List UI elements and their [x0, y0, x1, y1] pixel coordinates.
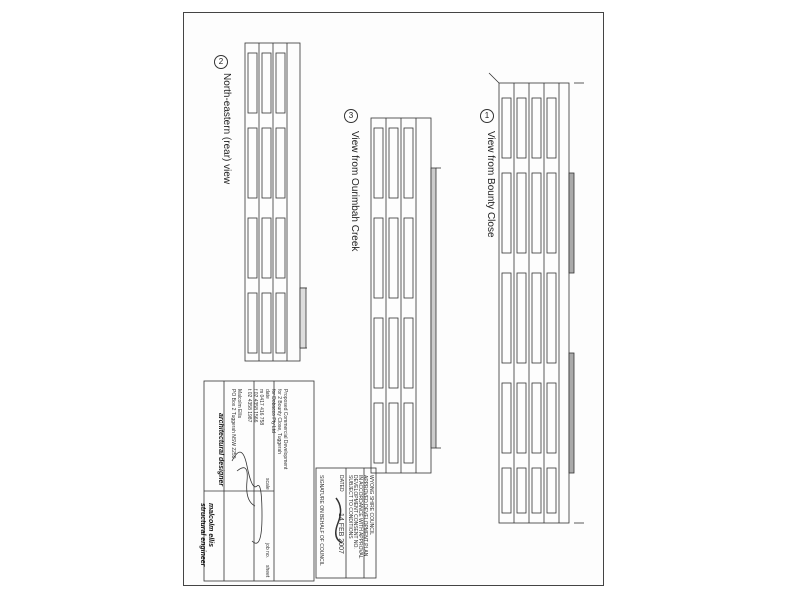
elevation-ourimbah-creek [370, 117, 441, 474]
project-address: for 2 Bounty Close, Tuggerah [276, 389, 282, 455]
firm-name: malcolm ellis [207, 503, 214, 547]
stamp-line4: SUBJECT TO CONDITIONS [347, 475, 353, 539]
designer-name: Malcolm Ellis [236, 389, 242, 419]
view-title-north-eastern: North-eastern (rear) view [221, 73, 232, 185]
firm-sub: structural engineer [199, 503, 206, 567]
stamp-bottom: SIGNATURE ON BEHALF OF COUNCIL [318, 475, 324, 566]
project-title: Proposed Commercial Development [282, 389, 288, 470]
job-label: job no. [264, 543, 270, 559]
view-number-1: 1 [480, 109, 494, 123]
project-client: for Dobacco Pty Ltd [270, 389, 276, 433]
stamp-dated-label: DATED [338, 475, 344, 492]
title-block-frame [203, 380, 315, 582]
date-label: date [264, 389, 270, 399]
drawing-sheet: 2 North-eastern (rear) view 3 View from … [183, 12, 604, 586]
address-line: PO Box 2 Tuggerah NSW 2259 [230, 389, 236, 459]
designer-sub: architectural designer [217, 413, 224, 487]
scale-label: scale [264, 478, 270, 490]
elevation-bounty-close [488, 72, 584, 524]
view-number-3: 3 [344, 109, 358, 123]
view-number-2: 2 [214, 55, 228, 69]
stamp-council: WYONG SHIRE COUNCIL [368, 475, 374, 536]
view-title-ourimbah-creek: View from Ourimbah Creek [349, 131, 360, 252]
stamp-date: 14 FEB 2007 [337, 513, 344, 554]
sheet-label: sheet [264, 565, 270, 578]
approval-stamp-frame [315, 467, 377, 579]
elevation-north-eastern [244, 42, 307, 362]
